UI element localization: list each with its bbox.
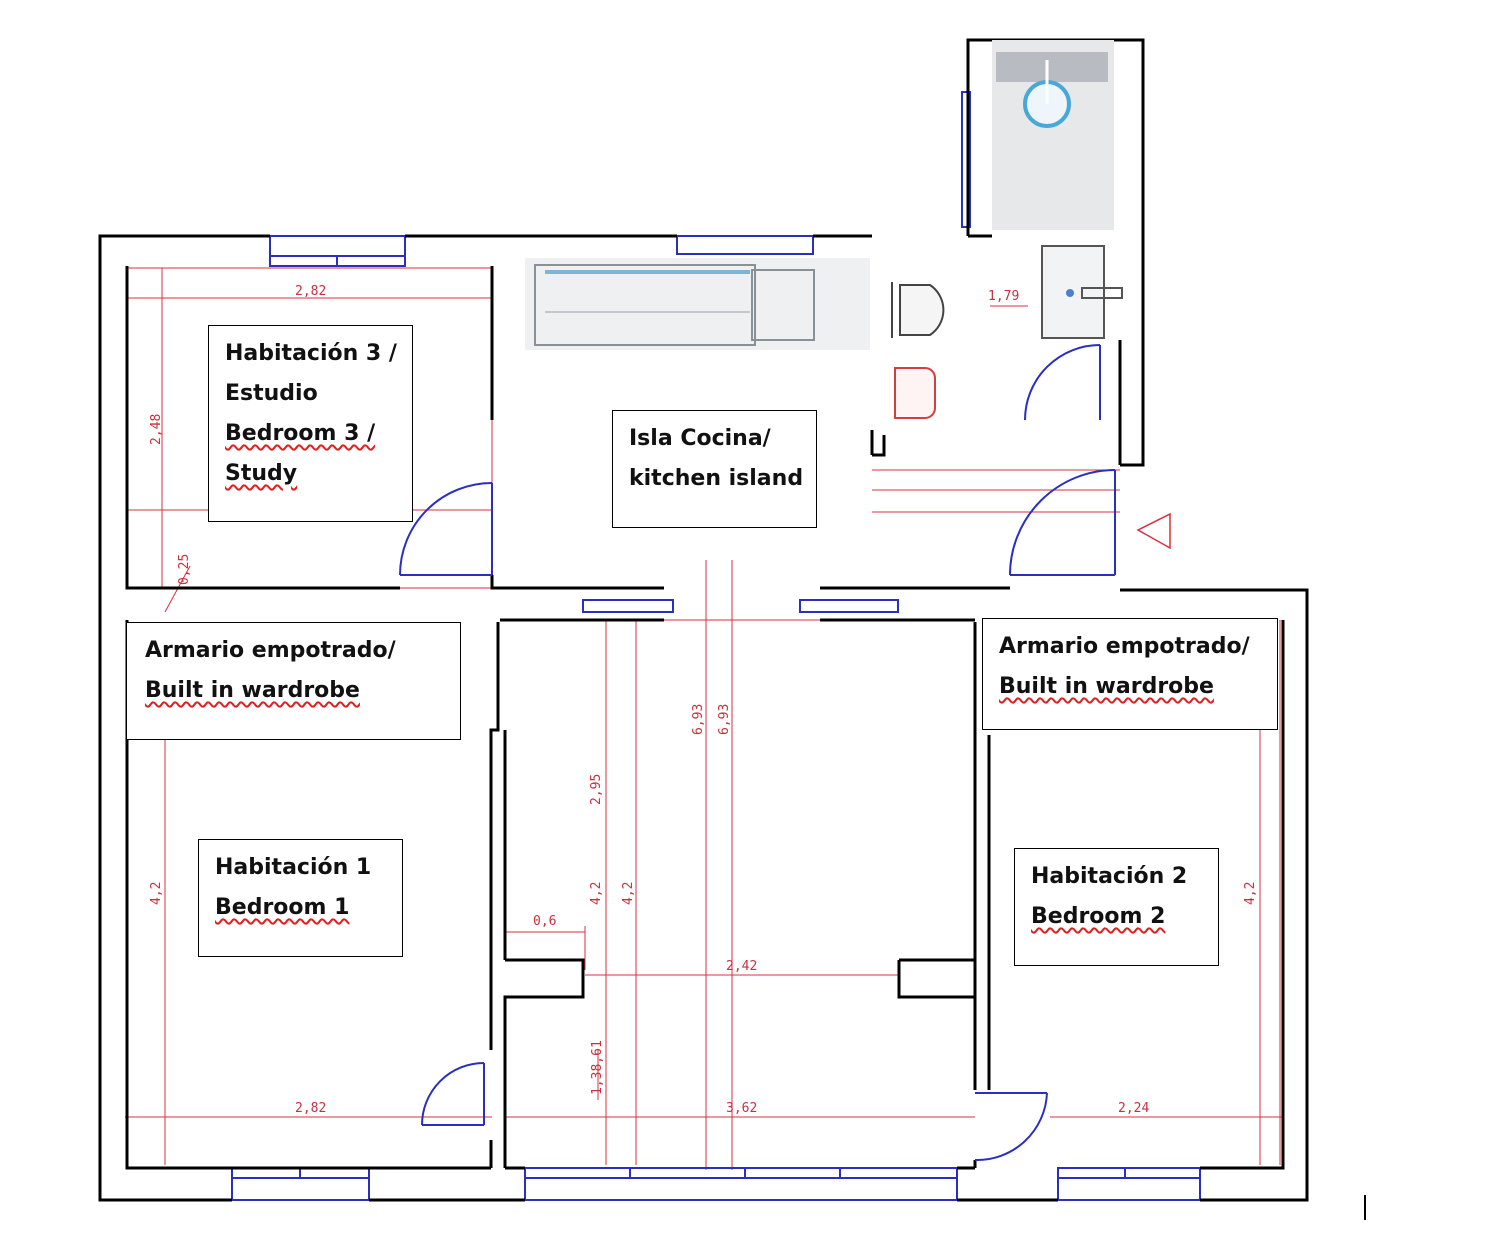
dim-nook: 0,6 — [533, 914, 556, 929]
dim-bed1-height: 4,2 — [149, 882, 164, 905]
wardrobe-left-label-es: Armario empotrado/ — [145, 638, 396, 663]
bedroom3-label-en-1: Bedroom 3 / — [225, 421, 376, 446]
dimension-labels: 2,82 2,48 0,25 1,79 6,93 6,93 2,95 4,2 4… — [149, 284, 1258, 1116]
bathroom-fixtures — [891, 40, 1123, 419]
dim-bath-width: 1,79 — [988, 289, 1019, 304]
kitchen-label-es: Isla Cocina/ — [629, 426, 771, 451]
bedroom2-label-en: Bedroom 2 — [1031, 904, 1166, 929]
dim-hall-lower: 1,38,61 — [590, 1040, 605, 1095]
dim-hall-upper: 2,95 — [589, 774, 604, 805]
dim-hall-width: 2,42 — [726, 959, 757, 974]
dim-hall-42-b: 4,2 — [621, 882, 636, 905]
room-label-bedroom3: Habitación 3 / Estudio Bedroom 3 / Study — [208, 325, 413, 522]
bedroom1-label-en: Bedroom 1 — [215, 895, 350, 920]
room-label-wardrobe-right: Armario empotrado/ Built in wardrobe — [982, 618, 1278, 730]
wardrobe-left-label-en: Built in wardrobe — [145, 678, 360, 703]
room-label-bedroom2: Habitación 2 Bedroom 2 — [1014, 848, 1219, 966]
dim-bed2-height: 4,2 — [1243, 882, 1258, 905]
wardrobe-right-label-en: Built in wardrobe — [999, 674, 1214, 699]
room-label-wardrobe-left: Armario empotrado/ Built in wardrobe — [126, 622, 461, 740]
room-label-kitchen: Isla Cocina/ kitchen island — [612, 410, 817, 528]
dim-living-width: 3,62 — [726, 1101, 757, 1116]
dim-bed3-width: 2,82 — [295, 284, 326, 299]
dim-corridor-a: 6,93 — [691, 704, 706, 735]
dim-bed1-width: 2,82 — [295, 1101, 326, 1116]
room-label-bedroom1: Habitación 1 Bedroom 1 — [198, 839, 403, 957]
windows — [231, 91, 1201, 1201]
bedroom3-label-en-2: Study — [225, 461, 298, 486]
kitchen-counter — [525, 258, 870, 350]
doors — [399, 344, 1116, 1162]
dim-bed2-width: 2,24 — [1118, 1101, 1149, 1116]
bedroom3-label-es-1: Habitación 3 / — [225, 341, 397, 366]
bedroom3-label-es-2: Estudio — [225, 381, 318, 406]
bedroom2-label-es: Habitación 2 — [1031, 864, 1188, 889]
kitchen-label-en: kitchen island — [629, 466, 804, 491]
wardrobe-right-label-es: Armario empotrado/ — [999, 634, 1250, 659]
dim-hall-42-a: 4,2 — [589, 882, 604, 905]
walls — [98, 38, 1309, 1202]
bedroom1-label-es: Habitación 1 — [215, 855, 372, 880]
dim-corridor-b: 6,93 — [717, 704, 732, 735]
dim-bed3-small: 0,25 — [177, 554, 192, 585]
dim-bed3-height: 2,48 — [149, 414, 164, 445]
